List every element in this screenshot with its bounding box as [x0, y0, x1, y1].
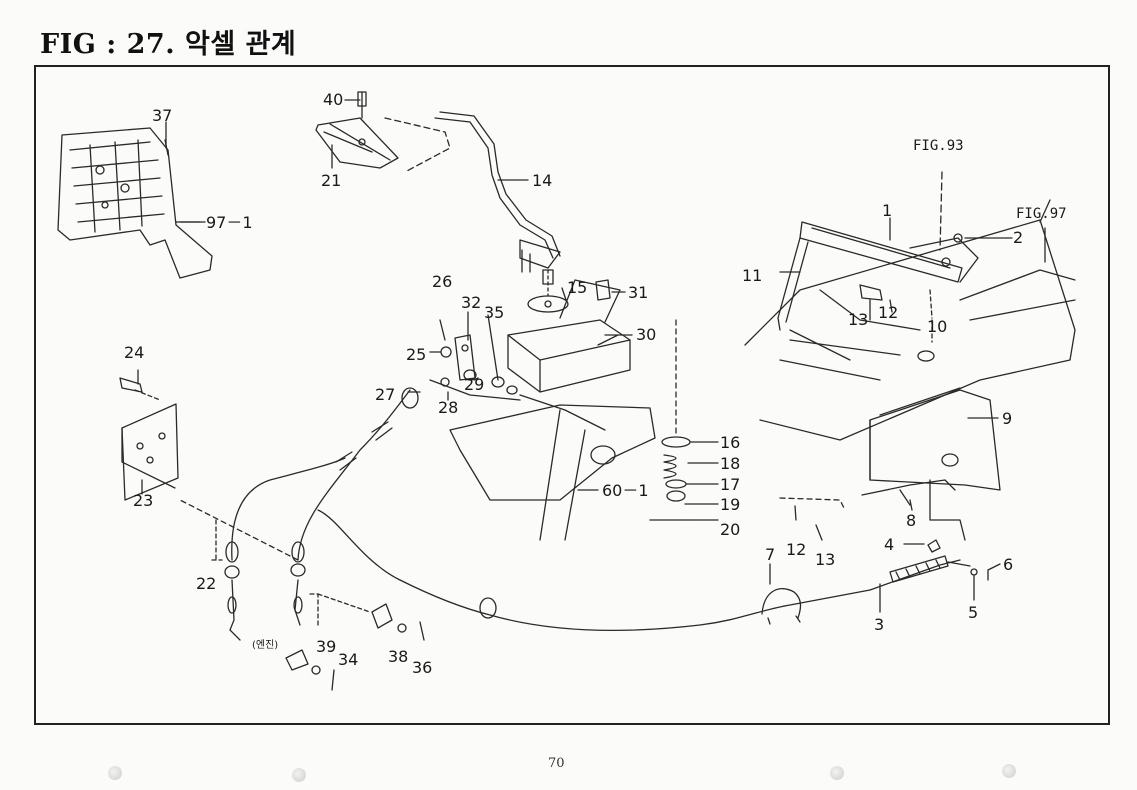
label-25: 25 [406, 345, 426, 364]
label-12a: 12 [878, 303, 898, 322]
floor-panel [744, 199, 1076, 441]
link-leaders [407, 311, 499, 401]
cable-phantom [179, 499, 299, 561]
part-labels: 37 97－1 40 21 14 26 32 35 15 31 30 25 27… [124, 90, 1067, 677]
label-8: 8 [906, 511, 916, 530]
end-leaders [879, 543, 1001, 613]
label-10: 10 [927, 317, 947, 336]
bracket-assembly-97-1 [57, 127, 213, 279]
bolt-10-leader [929, 289, 933, 343]
label-4: 4 [884, 535, 894, 554]
clip-phantom [779, 497, 846, 511]
label-9: 9 [1002, 409, 1012, 428]
leader-22 [211, 519, 223, 561]
spring-stack [649, 319, 691, 521]
page-number: 70 [548, 756, 565, 771]
label-5: 5 [968, 603, 978, 622]
label-11: 11 [742, 266, 762, 285]
label-60-1: 60－1 [602, 481, 649, 500]
label-13b: 13 [815, 550, 835, 569]
label-28: 28 [438, 398, 458, 417]
throttle-cable-end [889, 539, 978, 583]
label-16: 16 [720, 433, 740, 452]
pedal-mount-block [507, 269, 631, 393]
label-7: 7 [765, 545, 775, 564]
binder-hole [292, 768, 306, 782]
label-40: 40 [323, 90, 343, 109]
leaders-8-9 [909, 417, 999, 511]
cable-clamp [761, 588, 802, 625]
label-29: 29 [464, 375, 484, 394]
diagram-frame [34, 65, 1110, 725]
label-35: 35 [484, 303, 504, 322]
label-39: 39 [316, 637, 336, 656]
label-27: 27 [375, 385, 395, 404]
label-37: 37 [152, 106, 172, 125]
leaders-16-20 [684, 441, 719, 521]
label-19: 19 [720, 495, 740, 514]
label-31: 31 [628, 283, 648, 302]
leader-15 [561, 287, 567, 301]
label-26: 26 [432, 272, 452, 291]
label-engine: (엔진) [252, 639, 278, 651]
throttle-bracket-9 [861, 350, 1001, 541]
page-title: FIG : 27. 악셀 관계 [40, 29, 297, 60]
engine-clips [285, 603, 425, 691]
label-18: 18 [720, 454, 740, 473]
label-22: 22 [196, 574, 216, 593]
pedal-pad [315, 117, 399, 169]
label-6: 6 [1003, 555, 1013, 574]
label-38: 38 [388, 647, 408, 666]
label-20: 20 [720, 520, 740, 539]
cable-fittings [224, 387, 497, 619]
leader-30 [597, 334, 633, 346]
engine-side-phantom [309, 593, 371, 626]
label-1: 1 [882, 201, 892, 220]
link-lever [429, 319, 521, 401]
accelerator-cables [229, 389, 961, 641]
pedal-base-plate [449, 394, 656, 541]
label-32: 32 [461, 293, 481, 312]
label-fig97: FIG.97 [1016, 206, 1067, 222]
binder-hole [1002, 764, 1016, 778]
binder-hole [830, 766, 844, 780]
label-17: 17 [720, 475, 740, 494]
pedal-arm [434, 111, 561, 273]
label-fig93: FIG.93 [913, 138, 964, 154]
fig93-leader [939, 171, 943, 251]
label-30: 30 [636, 325, 656, 344]
label-12b: 12 [786, 540, 806, 559]
label-23: 23 [133, 491, 153, 510]
label-14: 14 [532, 171, 552, 190]
label-13a: 13 [848, 310, 868, 329]
leaders-12-13 [794, 505, 823, 541]
label-3: 3 [874, 615, 884, 634]
label-2: 2 [1013, 228, 1023, 247]
label-24: 24 [124, 343, 144, 362]
throttle-lever-assembly [777, 221, 979, 331]
bolt-40-head [357, 91, 367, 107]
pad-phantom [384, 117, 451, 173]
right-leaders [779, 217, 1013, 273]
label-36: 36 [412, 658, 432, 677]
stop-bracket [119, 377, 179, 501]
binder-hole [108, 766, 122, 780]
bolt-40 [344, 91, 363, 119]
label-97-1: 97－1 [206, 213, 253, 232]
label-21: 21 [321, 171, 341, 190]
label-34: 34 [338, 650, 358, 669]
label-15: 15 [567, 278, 587, 297]
